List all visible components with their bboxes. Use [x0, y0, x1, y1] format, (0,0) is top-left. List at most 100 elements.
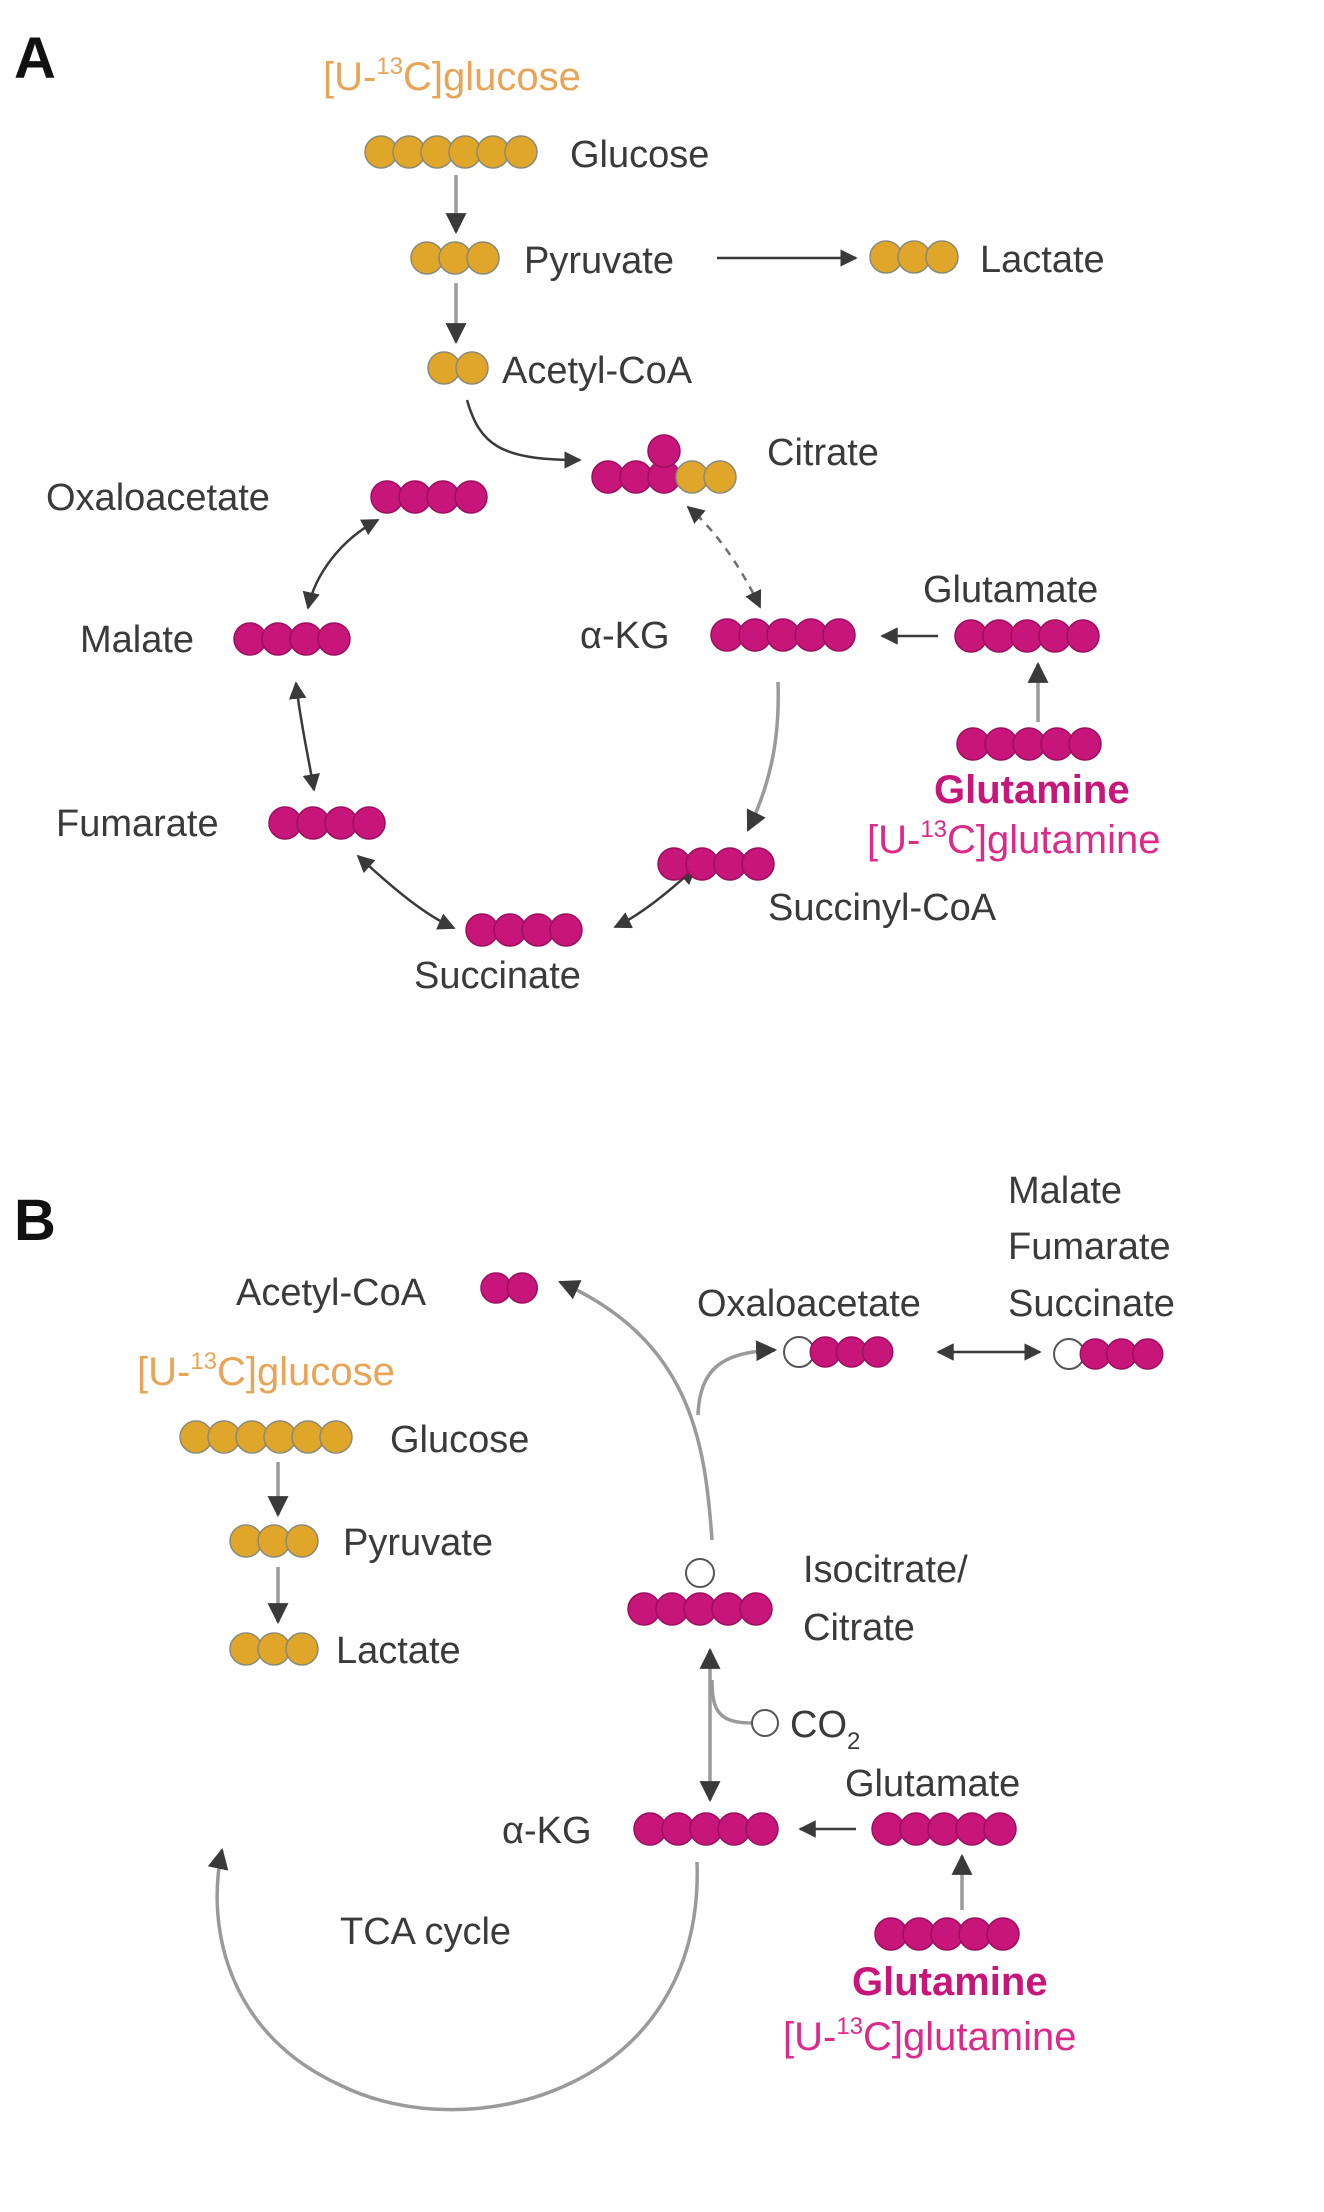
panel-b-tracer-glucose-label: [U-13C]glucose [137, 1348, 395, 1394]
mol-succinate-a [465, 913, 583, 947]
mol-glutamate-b [871, 1812, 1017, 1846]
panel-b-tracer-glutamine-label: [U-13C]glutamine [783, 2013, 1076, 2059]
mol-glucose-b [179, 1420, 353, 1454]
mol-glutamine-b [874, 1917, 1020, 1951]
panel-b-label: B [14, 1188, 56, 1253]
co2-label-b: CO2 [790, 1704, 860, 1755]
glutamate-label-a: Glutamate [923, 569, 1098, 611]
carbon-atom [633, 1812, 667, 1846]
fumarate-label-b: Fumarate [1008, 1226, 1171, 1268]
carbon-atom [448, 135, 482, 169]
carbon-atom [229, 1632, 263, 1666]
lactate-label-b: Lactate [336, 1630, 461, 1672]
carbon-atom [1012, 727, 1046, 761]
carbon-atom [982, 619, 1016, 653]
mol-glutamine-a [956, 727, 1102, 761]
isocitrate-label-line1: Isocitrate/ [803, 1549, 968, 1591]
arrow-co2-branch-b [710, 1679, 753, 1725]
arrow-akg-succinylcoa-a [746, 681, 780, 832]
mol-akg-b [633, 1812, 779, 1846]
mol-succinyl-coa-a [657, 847, 775, 881]
carbon-atom [984, 727, 1018, 761]
oxaloacetate-label-b: Oxaloacetate [697, 1283, 921, 1325]
carbon-atom [427, 351, 461, 385]
carbon-atom [689, 1812, 723, 1846]
mol-oxaloacetate-b [783, 1336, 894, 1368]
malate-label-a: Malate [80, 619, 194, 661]
arrow-acetylcoa-citrate-a [465, 399, 582, 469]
mol-malate-a [233, 622, 351, 656]
carbon-atom [263, 1420, 297, 1454]
carbon-atom [955, 1812, 989, 1846]
carbon-atom [930, 1917, 964, 1951]
carbon-atom [899, 1812, 933, 1846]
lactate-label-a: Lactate [980, 239, 1105, 281]
carbon-atom [1040, 727, 1074, 761]
mol-lactate-b [229, 1632, 319, 1666]
succinyl-coa-label-a: Succinyl-CoA [768, 887, 997, 929]
panel-a-tracer-glucose-label: [U-13C]glucose [323, 53, 581, 99]
mol-pyruvate-b [229, 1524, 319, 1558]
isocitrate-label-line2: Citrate [803, 1607, 915, 1649]
arrow-isocitrate-oxaloacetate-b [696, 1340, 778, 1416]
carbon-atom [627, 1592, 661, 1626]
citrate-label-a: Citrate [767, 432, 879, 474]
carbon-atom [466, 241, 500, 275]
mol-citrate-a [591, 434, 737, 494]
arrow-citrate-akg-dashed-a [686, 505, 762, 609]
tca-cycle-label-b: TCA cycle [340, 1911, 511, 1953]
carbon-atom [235, 1420, 269, 1454]
carbon-atom [862, 1336, 894, 1368]
glutamine-label-b: Glutamine [852, 1960, 1048, 2004]
malate-label-b: Malate [1008, 1170, 1122, 1212]
carbon-atom [1010, 619, 1044, 653]
carbon-atom [268, 806, 302, 840]
mol-oxaloacetate-a [370, 480, 488, 514]
carbon-atom [410, 241, 444, 275]
carbon-atom [549, 913, 583, 947]
carbon-atom [398, 480, 432, 514]
carbon-atom [766, 618, 800, 652]
carbon-atom [711, 1592, 745, 1626]
glutamine-label-a: Glutamine [934, 768, 1130, 812]
carbon-atom [683, 1592, 717, 1626]
carbon-atom [324, 806, 358, 840]
carbon-atom [661, 1812, 695, 1846]
carbon-atom [822, 618, 856, 652]
carbon-atom [647, 434, 681, 468]
carbon-atom [504, 135, 538, 169]
carbon-atom [291, 1420, 325, 1454]
glutamate-label-b: Glutamate [845, 1763, 1020, 1805]
mol-malate-fumarate-succinate-b [1053, 1338, 1164, 1370]
carbon-atom [685, 847, 719, 881]
carbon-atom [455, 351, 489, 385]
carbon-atom [521, 913, 555, 947]
arrow-malate-oxaloacetate-a [302, 518, 380, 610]
carbon-atom [710, 618, 744, 652]
acetyl-coa-label-b: Acetyl-CoA [236, 1272, 427, 1314]
oxaloacetate-label-a: Oxaloacetate [46, 477, 270, 519]
carbon-atom [713, 847, 747, 881]
carbon-atom [745, 1812, 779, 1846]
mol-pyruvate-a [410, 241, 500, 275]
mol-glutamate-a [954, 619, 1100, 653]
carbon-atom [1066, 619, 1100, 653]
mol-acetyl-coa-b [480, 1272, 538, 1304]
carbon-atom [874, 1917, 908, 1951]
panel-a-tracer-glutamine-label: [U-13C]glutamine [867, 816, 1160, 862]
carbon-atom [751, 1709, 779, 1737]
succinate-label-b: Succinate [1008, 1283, 1175, 1325]
akg-label-b: α-KG [502, 1810, 592, 1852]
fumarate-label-a: Fumarate [56, 803, 219, 845]
carbon-atom [438, 241, 472, 275]
arrow-tca-cycle-b [207, 1847, 699, 2112]
panel-a-label: A [14, 26, 56, 91]
mol-lactate-a [869, 240, 959, 274]
carbon-atom [794, 618, 828, 652]
arrow-succinate-fumarate-a [356, 854, 456, 930]
mol-glucose-a [364, 135, 538, 169]
carbon-atom [465, 913, 499, 947]
carbon-atom [739, 1592, 773, 1626]
carbon-atom [655, 1592, 689, 1626]
